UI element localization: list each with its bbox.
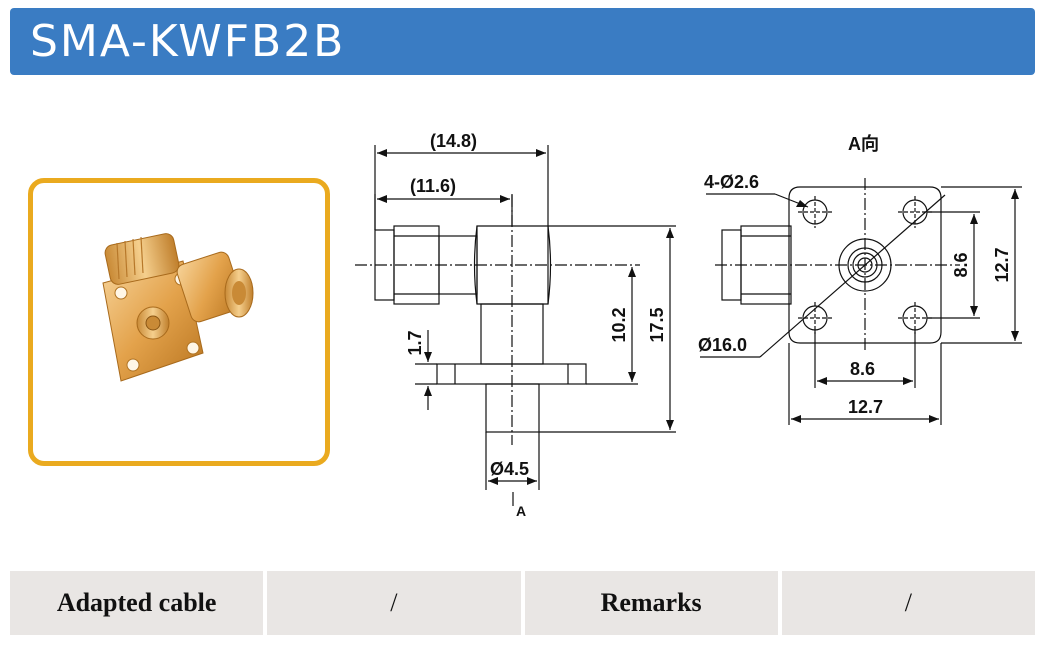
- spec-table: Adapted cable / Remarks /: [10, 571, 1035, 635]
- dim-flange-size-horizontal: 12.7: [848, 397, 883, 417]
- product-photo-frame: [28, 178, 330, 466]
- page-title: SMA-KWFB2B: [30, 16, 346, 67]
- dim-body-length: (11.6): [410, 176, 456, 196]
- remarks-value: /: [781, 571, 1035, 635]
- dim-height-total: 17.5: [647, 307, 667, 342]
- adapted-cable-value: /: [267, 571, 521, 635]
- view-label: A向: [848, 133, 879, 154]
- end-view-flange: [788, 186, 942, 344]
- dim-hole-pitch-horizontal: 8.6: [850, 359, 875, 379]
- product-photo: [102, 233, 254, 382]
- dim-hole-pitch-vertical: 8.6: [951, 252, 971, 277]
- dim-pin-diameter: Ø4.5: [490, 459, 529, 479]
- dim-flange-size-vertical: 12.7: [992, 247, 1012, 282]
- remarks-label: Remarks: [524, 571, 778, 635]
- view-marker: A: [516, 503, 526, 519]
- dim-flange-diameter: Ø16.0: [698, 335, 747, 355]
- dim-flange-offset: 1.7: [405, 330, 425, 355]
- dim-overall-length: (14.8): [430, 131, 477, 151]
- title-bar: SMA-KWFB2B: [10, 8, 1035, 75]
- adapted-cable-label: Adapted cable: [10, 571, 264, 635]
- dim-height-inner: 10.2: [609, 307, 629, 342]
- dim-hole-spec: 4-Ø2.6: [704, 172, 759, 192]
